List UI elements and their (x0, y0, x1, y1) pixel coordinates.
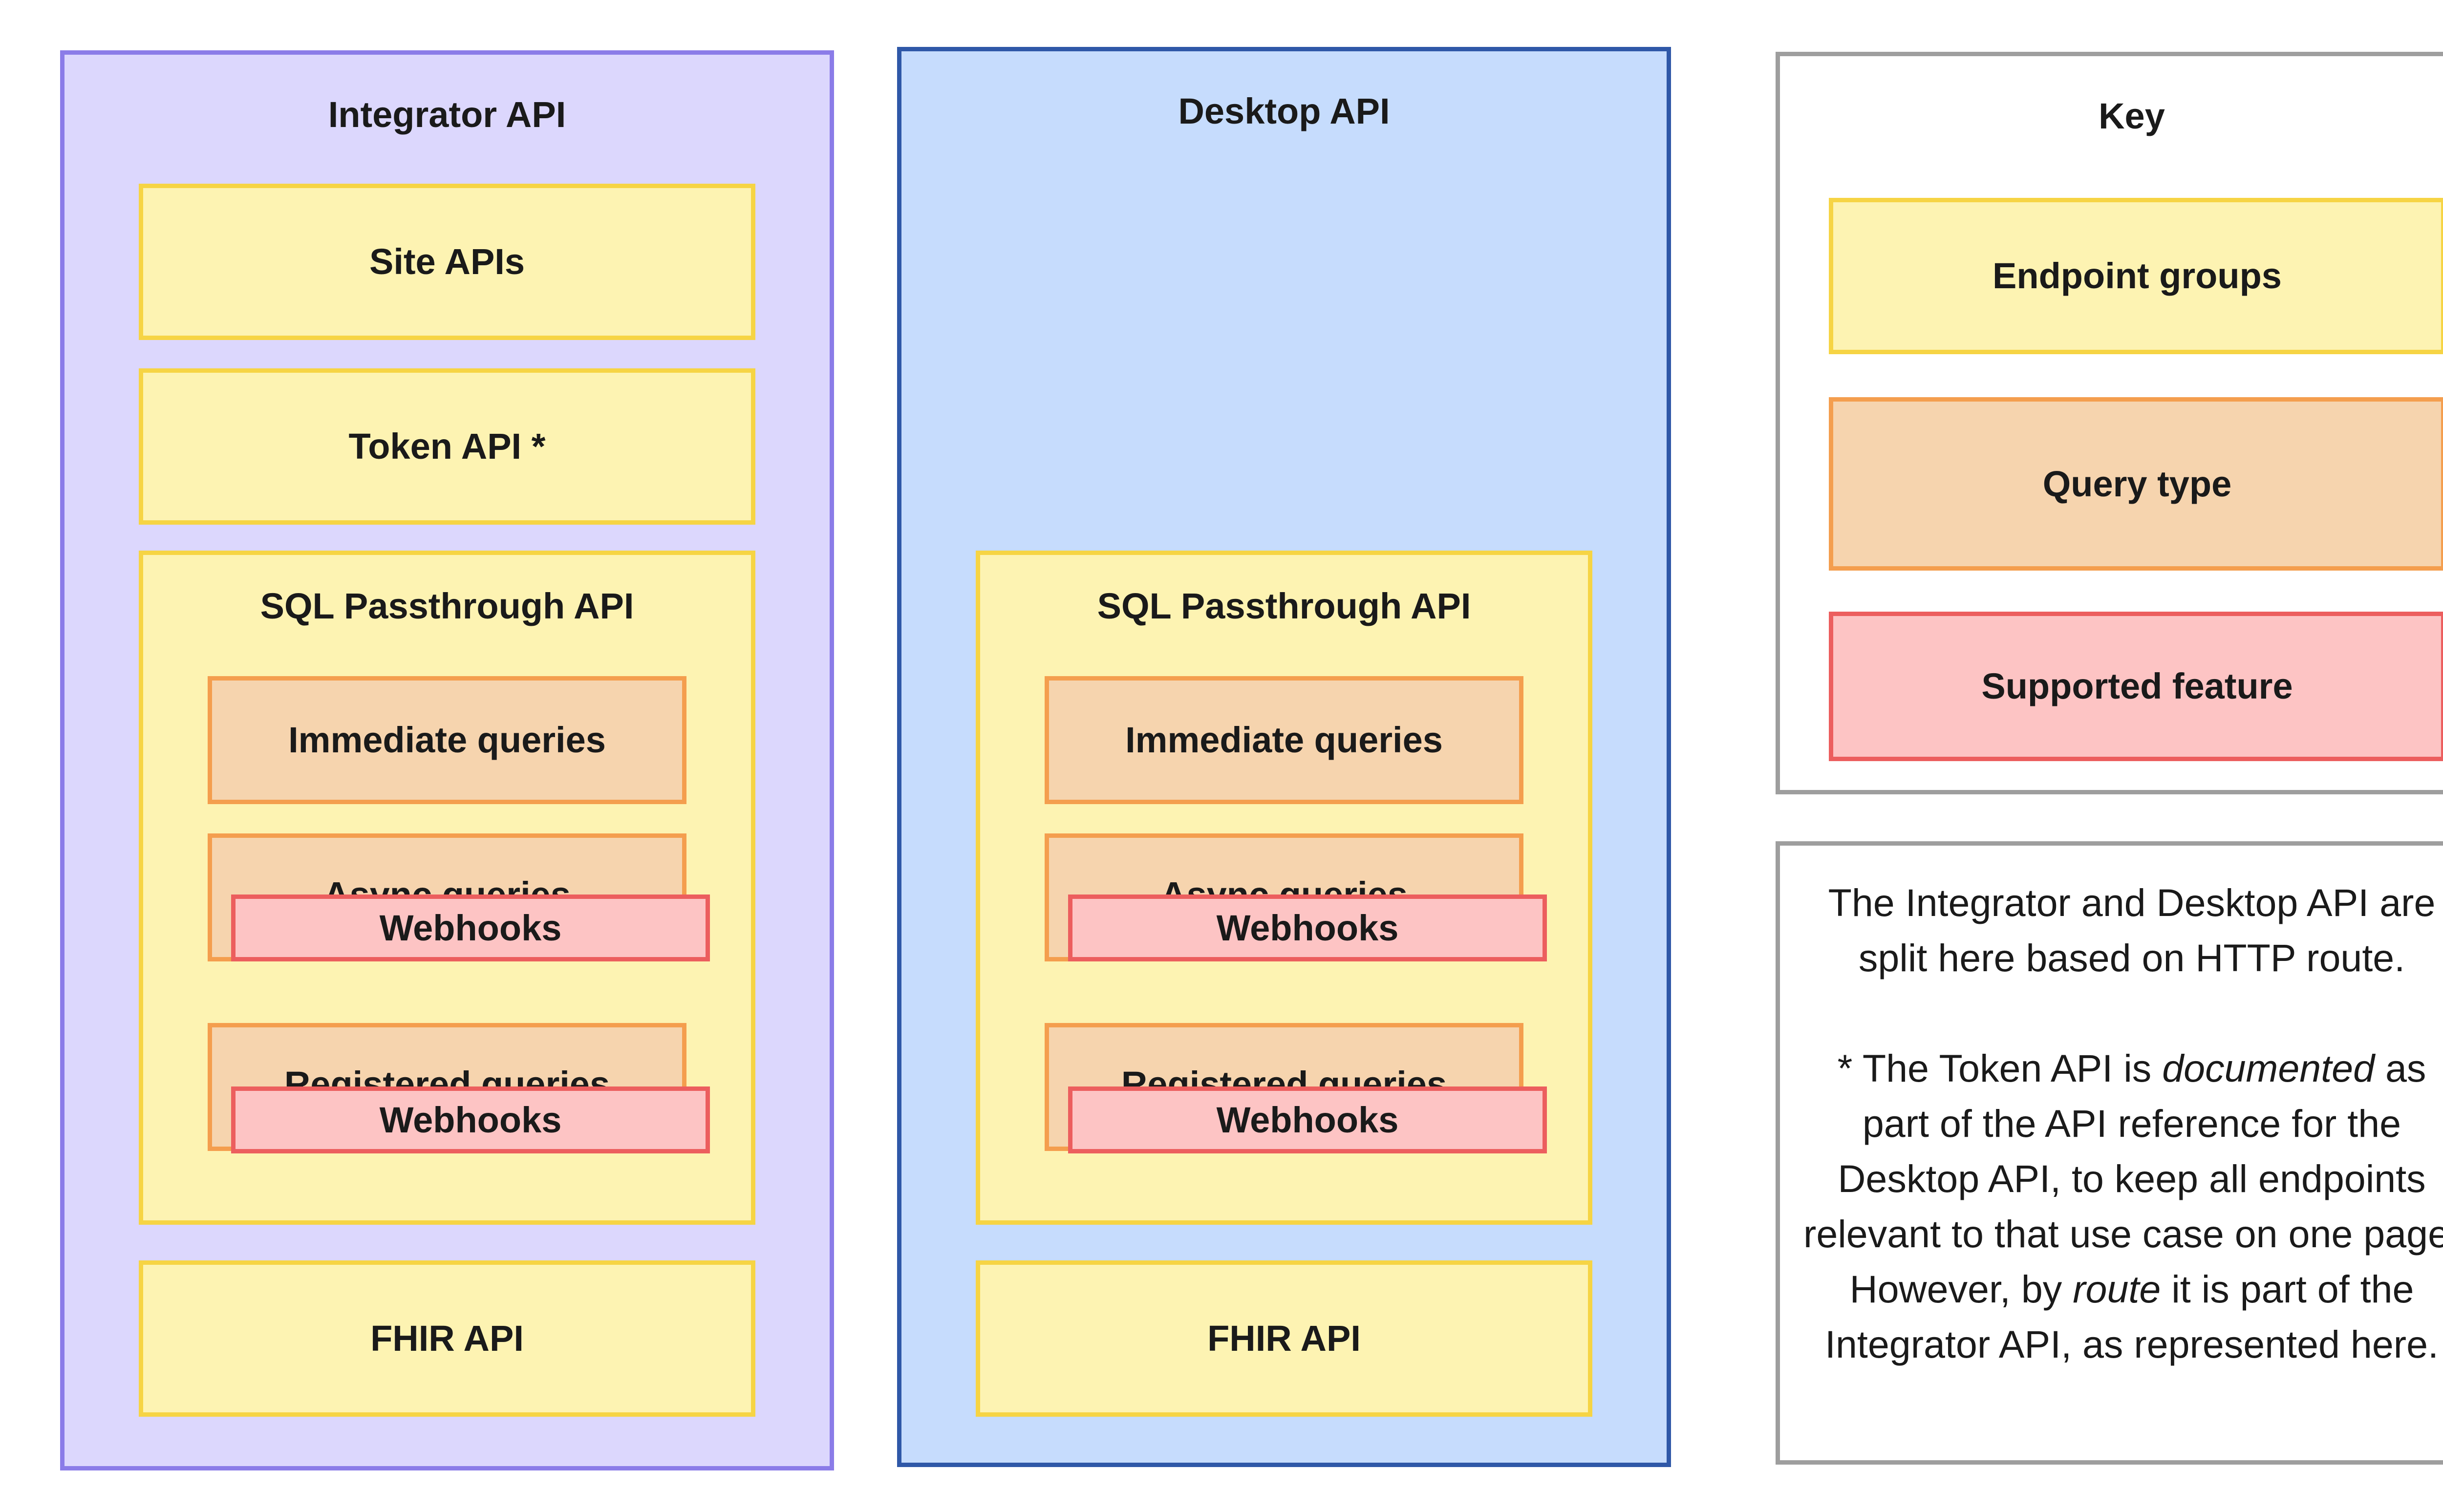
integrator-fhir-api-box: FHIR API (139, 1260, 755, 1417)
note-emphasis-documented: documented (2162, 1046, 2375, 1090)
key-endpoint-groups-box: Endpoint groups (1829, 198, 2443, 354)
note-paragraph-1: The Integrator and Desktop API are split… (1828, 881, 2436, 980)
desktop-immediate-queries-label: Immediate queries (1125, 720, 1443, 760)
key-title: Key (2099, 96, 2165, 136)
integrator-api-title: Integrator API (328, 94, 566, 135)
desktop-api-title: Desktop API (1178, 91, 1390, 131)
integrator-immediate-queries-label: Immediate queries (288, 720, 606, 760)
integrator-sql-passthrough-title: SQL Passthrough API (260, 586, 634, 626)
note-panel: The Integrator and Desktop API are split… (1776, 841, 2443, 1465)
site-apis-label: Site APIs (369, 241, 525, 282)
desktop-api-group: Desktop API SQL Passthrough API Immediat… (897, 47, 1671, 1467)
integrator-immediate-queries-box: Immediate queries (208, 676, 686, 804)
note-text-segment: it is part of the Integrator API, as rep… (1825, 1267, 2439, 1366)
desktop-sql-passthrough-title: SQL Passthrough API (1097, 586, 1471, 626)
note-text: The Integrator and Desktop API are split… (1800, 875, 2443, 1372)
integrator-fhir-api-label: FHIR API (370, 1318, 524, 1359)
key-endpoint-groups-label: Endpoint groups (1993, 256, 2282, 296)
integrator-registered-webhooks-box: Webhooks (231, 1086, 710, 1153)
key-panel: Key Endpoint groups Query type Supported… (1776, 52, 2443, 794)
token-api-box: Token API * (139, 368, 755, 525)
integrator-api-group: Integrator API Site APIs Token API * SQL… (60, 50, 834, 1470)
desktop-fhir-api-label: FHIR API (1207, 1318, 1361, 1359)
key-supported-feature-box: Supported feature (1829, 612, 2443, 761)
desktop-async-webhooks-label: Webhooks (1216, 907, 1399, 948)
integrator-async-webhooks-label: Webhooks (379, 907, 562, 948)
desktop-registered-webhooks-box: Webhooks (1068, 1086, 1547, 1153)
site-apis-box: Site APIs (139, 184, 755, 340)
note-emphasis-route: route (2073, 1267, 2161, 1311)
desktop-registered-webhooks-label: Webhooks (1216, 1099, 1399, 1140)
note-paragraph-2: * The Token API is documented as part of… (1800, 1041, 2443, 1372)
desktop-sql-passthrough-box: SQL Passthrough API Immediate queries As… (976, 551, 1592, 1225)
desktop-fhir-api-box: FHIR API (976, 1260, 1592, 1417)
key-supported-feature-label: Supported feature (1981, 666, 2293, 706)
integrator-sql-passthrough-box: SQL Passthrough API Immediate queries As… (139, 551, 755, 1225)
desktop-immediate-queries-box: Immediate queries (1045, 676, 1523, 804)
integrator-async-webhooks-box: Webhooks (231, 894, 710, 961)
note-text-segment: * The Token API is (1837, 1046, 2163, 1090)
desktop-async-webhooks-box: Webhooks (1068, 894, 1547, 961)
key-query-type-label: Query type (2042, 463, 2232, 504)
integrator-registered-webhooks-label: Webhooks (379, 1099, 562, 1140)
token-api-label: Token API * (348, 426, 546, 467)
key-query-type-box: Query type (1829, 397, 2443, 571)
note-text-segment: as part of the API reference for the Des… (1803, 1046, 2443, 1311)
